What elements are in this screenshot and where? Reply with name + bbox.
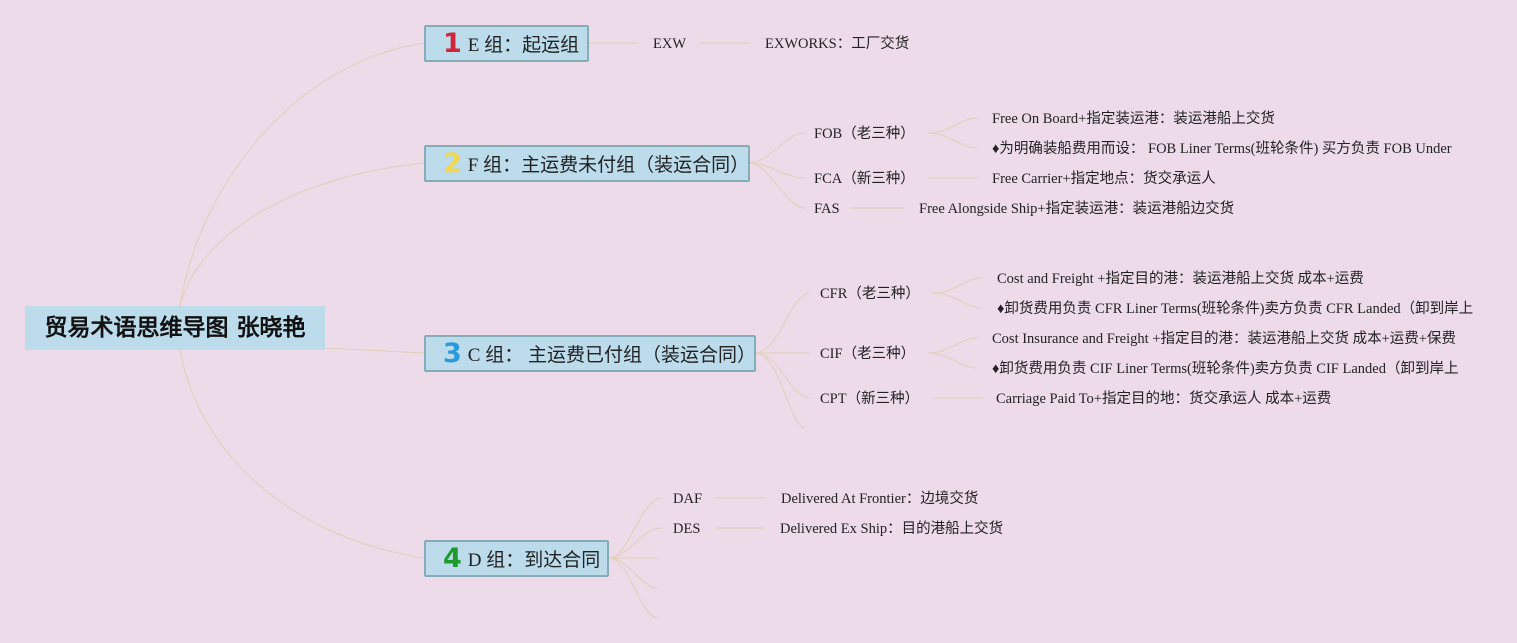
detail-fas[interactable]: Free Alongside Ship+指定装运港：装运港船边交货: [919, 201, 1235, 217]
detail-fob-2[interactable]: ♦为明确装船费用而设： FOB Liner Terms(班轮条件) 买方负责 F…: [992, 141, 1452, 157]
number-four-icon: 4: [443, 542, 462, 574]
number-one-icon: 1: [443, 27, 462, 59]
number-two-icon: 2: [443, 147, 462, 179]
detail-cfr-2[interactable]: ♦卸货费用负责 CFR Liner Terms(班轮条件)卖方负责 CFR La…: [997, 301, 1474, 317]
root-node[interactable]: 贸易术语思维导图 张晓艳: [25, 306, 325, 350]
connector-group-4-empty-3: [607, 557, 659, 619]
root-title: 贸易术语思维导图 张晓艳: [44, 315, 306, 341]
detail-daf[interactable]: Delivered At Frontier：边境交货: [781, 491, 979, 507]
term-daf[interactable]: DAF: [673, 491, 703, 507]
term-fca[interactable]: FCA（新三种）: [814, 171, 915, 187]
detail-cfr-1[interactable]: Cost and Freight +指定目的港：装运港船上交货 成本+运费: [997, 271, 1364, 287]
detail-des[interactable]: Delivered Ex Ship：目的港船上交货: [780, 521, 1004, 537]
connector-group-2-fob: [748, 132, 806, 164]
connector-cif-detail-2: [927, 352, 978, 369]
connector-group-2-fca: [748, 162, 806, 179]
term-cpt[interactable]: CPT（新三种）: [820, 391, 920, 407]
detail-cpt[interactable]: Carriage Paid To+指定目的地：货交承运人 成本+运费: [996, 391, 1332, 407]
connector-root-group-3: [324, 347, 426, 354]
connector-group-4-des: [607, 527, 663, 559]
connector-group-4-empty-2: [607, 557, 659, 589]
connector-group-2-fas: [748, 162, 806, 209]
term-cif[interactable]: CIF（老三种）: [820, 346, 916, 362]
group-label: E 组：起运组: [467, 35, 580, 56]
group-label: F 组：主运费未付组（装运合同）: [467, 155, 750, 176]
connector-group-4-daf: [607, 497, 663, 559]
group-node-c[interactable]: 3 C 组： 主运费已付组（装运合同）: [424, 335, 756, 372]
group-label: D 组：到达合同: [467, 550, 601, 571]
detail-fca[interactable]: Free Carrier+指定地点：货交承运人: [992, 171, 1216, 187]
connector-group-3-cpt: [754, 352, 811, 399]
detail-exw[interactable]: EXWORKS：工厂交货: [765, 36, 910, 52]
connector-cfr-detail-1: [932, 277, 983, 294]
group-label: C 组： 主运费已付组（装运合同）: [467, 345, 756, 366]
connector-fob-detail-2: [927, 132, 978, 149]
connector-cif-detail-1: [927, 337, 978, 354]
connector-root-group-2: [179, 162, 426, 307]
term-fob[interactable]: FOB（老三种）: [814, 126, 915, 142]
term-des[interactable]: DES: [673, 521, 701, 537]
group-node-d[interactable]: 4 D 组：到达合同: [424, 540, 609, 577]
group-node-f[interactable]: 2 F 组：主运费未付组（装运合同）: [424, 145, 750, 182]
number-three-icon: 3: [443, 337, 462, 369]
connector-cfr-detail-2: [932, 292, 983, 309]
connector-root-group-1: [179, 42, 426, 307]
term-exw[interactable]: EXW: [653, 36, 687, 52]
detail-cif-2[interactable]: ♦卸货费用负责 CIF Liner Terms(班轮条件)卖方负责 CIF La…: [992, 361, 1459, 377]
detail-fob-1[interactable]: Free On Board+指定装运港：装运港船上交货: [992, 111, 1275, 127]
term-fas[interactable]: FAS: [814, 201, 840, 217]
connector-group-3-cfr: [754, 292, 811, 354]
detail-cif-1[interactable]: Cost Insurance and Freight +指定目的港：装运港船上交…: [992, 331, 1456, 347]
connector-group-3-empty: [754, 352, 806, 429]
group-node-e[interactable]: 1 E 组：起运组: [424, 25, 589, 62]
term-cfr[interactable]: CFR（老三种）: [820, 286, 920, 302]
connector-fob-detail-1: [927, 117, 978, 134]
connector-root-group-4: [179, 349, 426, 559]
